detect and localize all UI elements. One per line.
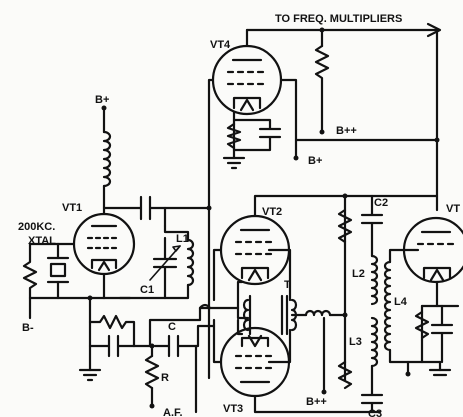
- junction-dot: [87, 295, 93, 301]
- b-plus-plus-terminal: [321, 389, 327, 395]
- junction-dot: [342, 312, 348, 318]
- vt1-cathode-bias: [78, 296, 136, 382]
- audio-input-label: A.F.: [163, 407, 183, 417]
- b-plus-top-label: B+: [95, 94, 109, 106]
- crystal-and-grid-resistor: [22, 242, 106, 320]
- capacitor-c-label: C: [168, 321, 176, 333]
- vt4-tube: [211, 44, 283, 116]
- vt1-label: VT1: [62, 202, 82, 214]
- b-plus-terminal: [293, 155, 299, 161]
- c1-label: C1: [140, 284, 154, 296]
- l2-l3-tank: [360, 194, 384, 414]
- modulator-wiring: [212, 194, 439, 414]
- crystal-frequency-label: 200KC.: [18, 221, 55, 233]
- b-plus-plus-top-label: B++: [336, 125, 357, 137]
- junction-dot: [206, 205, 212, 211]
- b-plus-terminal: [101, 105, 107, 111]
- junction-dot: [434, 137, 440, 143]
- audio-input-network: [132, 303, 240, 414]
- b-plus-plus-bottom-label: B++: [306, 396, 327, 408]
- c2-label: C2: [374, 197, 388, 209]
- junction-dot: [342, 193, 348, 199]
- junction-dot: [319, 27, 325, 33]
- coupling-capacitor: [102, 195, 211, 221]
- l1-c1-tank: [102, 206, 195, 300]
- vt1-plate-choke: [102, 108, 112, 216]
- vt5-label: VT: [446, 203, 460, 215]
- junction-dot: [149, 343, 155, 349]
- l2-label: L2: [352, 268, 365, 280]
- vt4-label: VT4: [210, 39, 231, 51]
- vt3-label: VT3: [223, 403, 243, 415]
- crystal-xtal-label: XTAL: [28, 235, 56, 247]
- transformer-t-label: T: [284, 279, 291, 291]
- resistor-r-label: R: [161, 372, 169, 384]
- l4-tank: [383, 248, 442, 377]
- b-plus-mid-label: B+: [308, 155, 322, 167]
- l3-label: L3: [349, 336, 362, 348]
- vt2-label: VT2: [262, 206, 282, 218]
- vt5-tube: [402, 216, 463, 377]
- l4-label: L4: [394, 296, 408, 308]
- b-plus-plus-terminal: [319, 129, 325, 135]
- b-minus-label: B-: [22, 322, 34, 334]
- output-label: TO FREQ. MULTIPLIERS: [275, 13, 402, 25]
- vt1-tube: [72, 212, 136, 276]
- vt4-wiring: [207, 22, 442, 380]
- l1-label: L1: [176, 233, 189, 245]
